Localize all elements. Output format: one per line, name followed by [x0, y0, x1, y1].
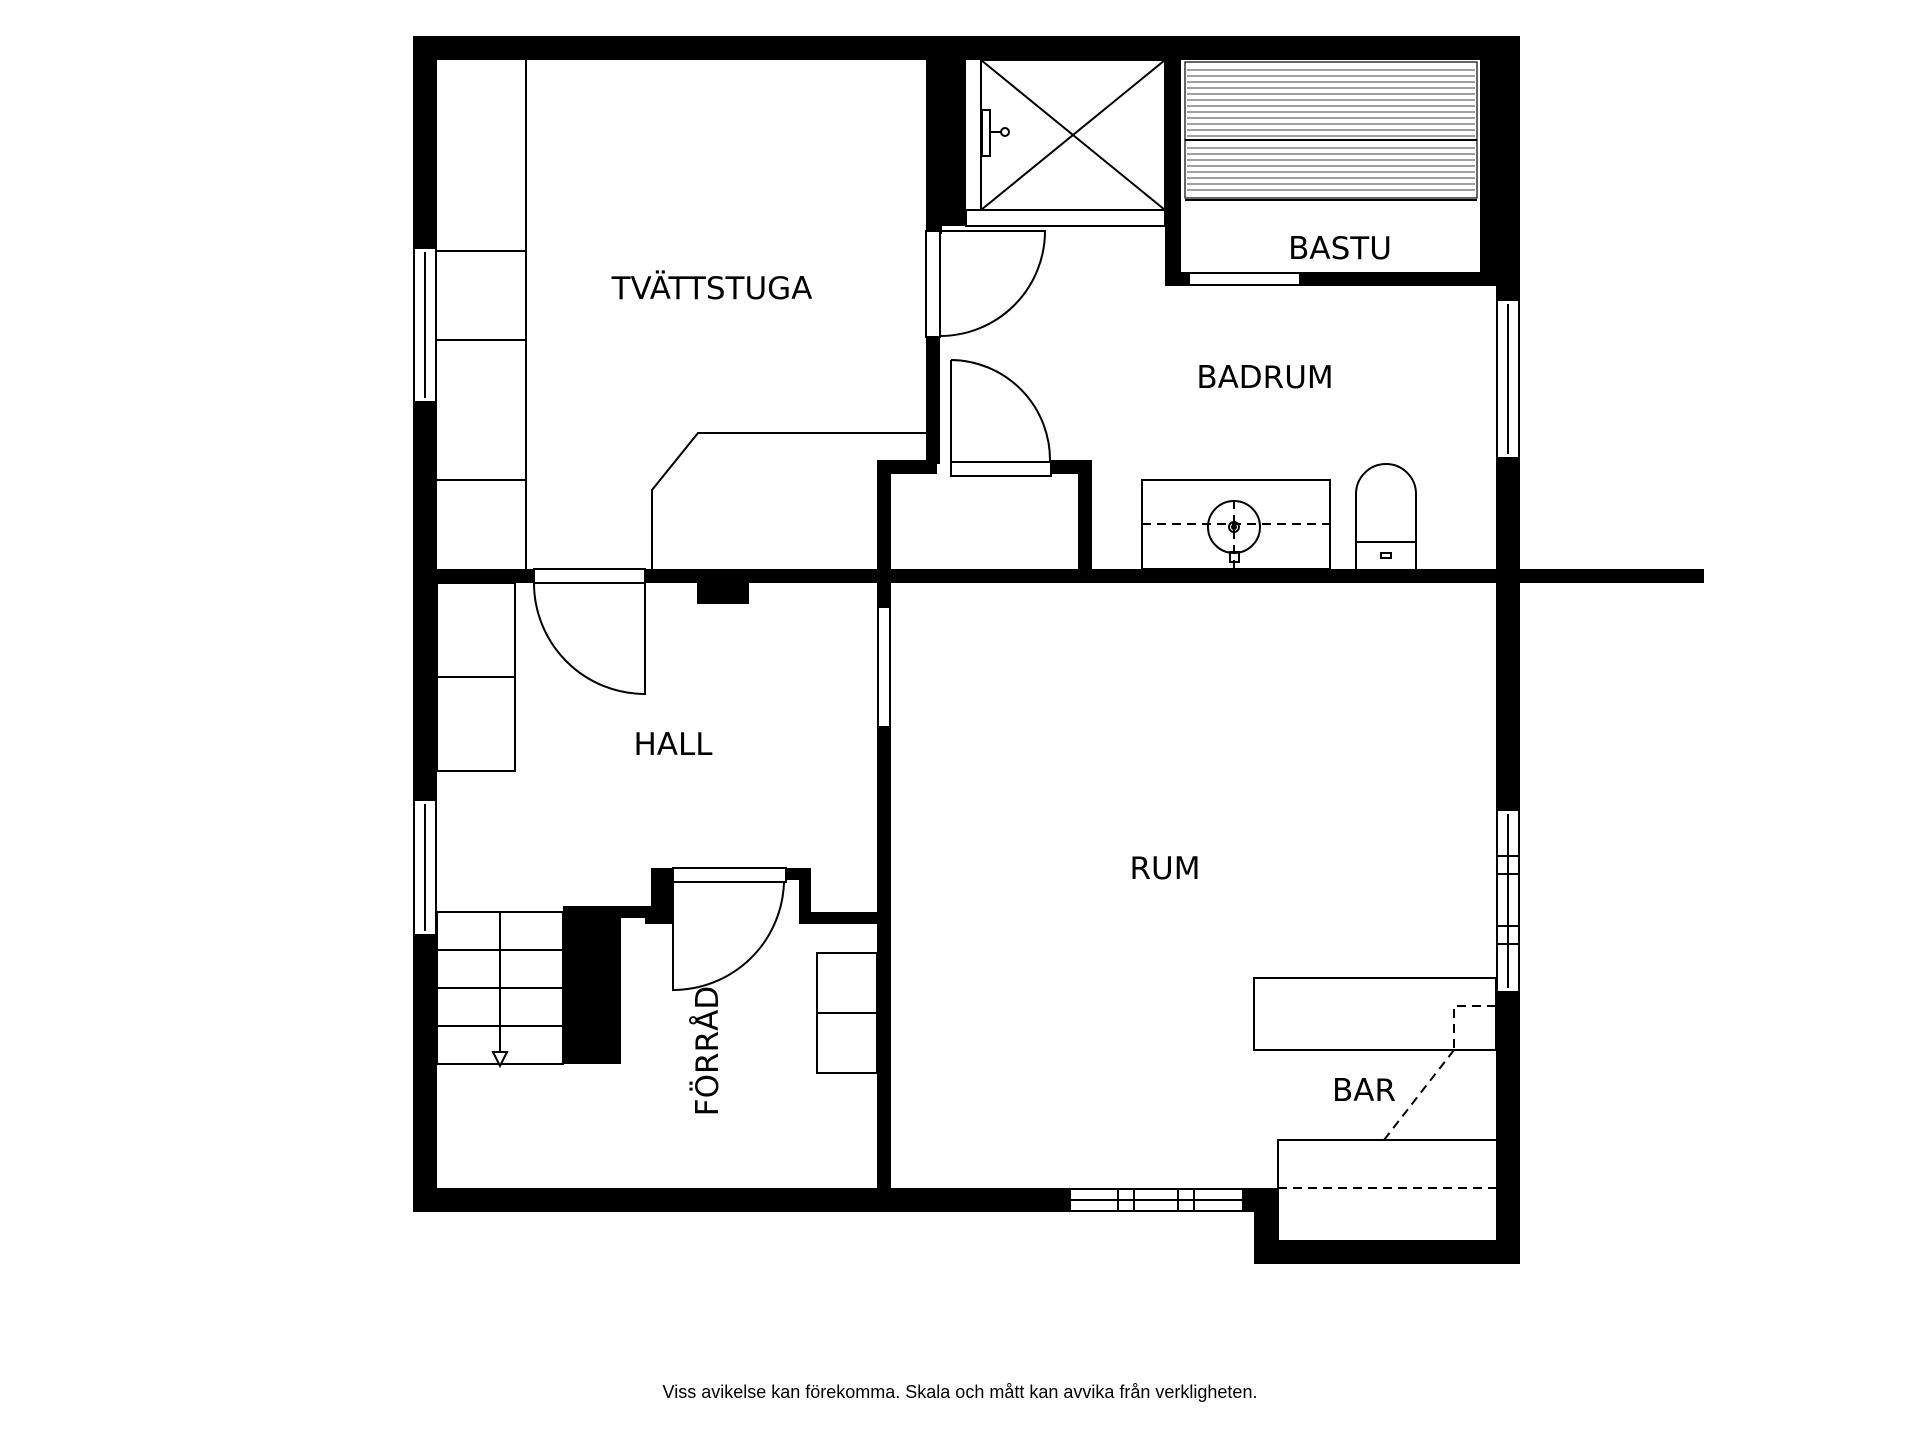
hall-cabinets [436, 582, 516, 772]
window-badrum [1496, 299, 1520, 459]
bathroom-fixtures [1141, 479, 1331, 570]
door-tvattstuga [533, 568, 646, 696]
sauna-door-opening [1188, 272, 1301, 286]
door-forrad [672, 867, 787, 992]
doors [533, 230, 1052, 992]
label-bastu: BASTU [1288, 231, 1392, 267]
sauna-slats [1187, 69, 1475, 191]
window-rum-east [1496, 809, 1520, 993]
sauna-benches [1184, 61, 1478, 201]
windows [413, 247, 1520, 1212]
room-labels: TVÄTTSTUGA BASTU BADRUM HALL RUM BAR FÖR… [611, 231, 1396, 1116]
interior-walls [437, 60, 1704, 1200]
laundry-fixtures [437, 60, 926, 569]
shower-head-icon [981, 109, 1010, 157]
staircase [436, 911, 564, 1065]
window-rum-south [1069, 1188, 1244, 1212]
storage-shelves [816, 952, 878, 1074]
toilet-icon [1355, 463, 1417, 569]
label-forrad: FÖRRÅD [689, 986, 726, 1116]
opening-hall-rum [877, 606, 891, 728]
label-tvattstuga: TVÄTTSTUGA [611, 271, 813, 307]
label-bar: BAR [1332, 1073, 1396, 1109]
disclaimer-text: Viss avikelse kan förekomma. Skala och m… [662, 1382, 1258, 1402]
window-tvattstuga [413, 247, 437, 403]
label-rum: RUM [1130, 851, 1201, 887]
shower [965, 59, 1166, 227]
door-badrum-closet [950, 359, 1052, 477]
bar-counter [1253, 977, 1497, 1240]
label-badrum: BADRUM [1196, 360, 1333, 396]
stair-arrow-icon [491, 1051, 509, 1069]
label-hall: HALL [633, 727, 713, 763]
door-shower [925, 230, 1047, 338]
outer-walls [413, 36, 1520, 1264]
window-hall [413, 799, 437, 936]
